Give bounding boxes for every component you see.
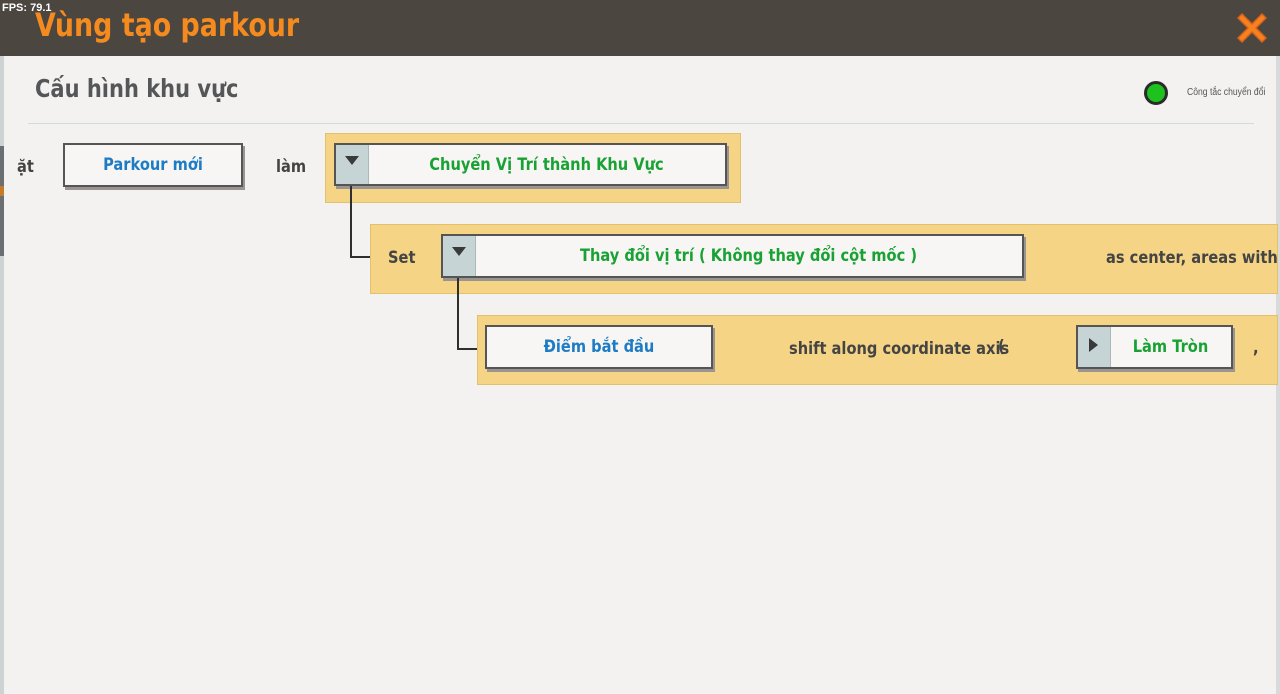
round-dropdown[interactable]: Làm Tròn <box>1076 325 1233 369</box>
parkour-target-label: Parkour mới <box>103 155 203 175</box>
connector-line <box>457 278 459 350</box>
start-point-button[interactable]: Điểm bắt đầu <box>485 325 713 369</box>
close-x-icon[interactable] <box>1232 8 1272 48</box>
connector-line <box>457 348 479 350</box>
left-edge-accent <box>0 186 4 196</box>
left-edge-strip <box>0 56 4 694</box>
toggle-label: Công tắc chuyển đổi <box>1187 87 1266 98</box>
toggle-switch[interactable] <box>1144 81 1168 105</box>
row1-prefix: ặt <box>17 157 34 177</box>
row2-prefix: Set <box>388 248 416 268</box>
fps-counter: FPS: 79.1 <box>2 2 52 14</box>
start-point-label: Điểm bắt đầu <box>543 337 655 357</box>
connector-line <box>350 186 352 258</box>
open-paren: ( <box>998 337 1005 357</box>
left-edge-mark <box>0 146 4 256</box>
round-dropdown-label: Làm Tròn <box>1132 337 1209 357</box>
position-dropdown-label: Thay đổi vị trí ( Không thay đổi cột mốc… <box>579 246 918 266</box>
right-scrollbar[interactable] <box>1276 56 1280 694</box>
header-divider <box>28 123 1254 124</box>
parkour-target-button[interactable]: Parkour mới <box>63 143 243 187</box>
action-dropdown-label: Chuyển Vị Trí thành Khu Vực <box>429 154 664 175</box>
title-bar: Vùng tạo parkour <box>0 0 1280 56</box>
row2-suffix: as center, areas with <box>1106 248 1278 268</box>
action-dropdown[interactable]: Chuyển Vị Trí thành Khu Vực <box>334 143 727 186</box>
expand-arrow-icon <box>1078 327 1111 367</box>
panel-title: Cấu hình khu vực <box>35 74 239 103</box>
position-dropdown[interactable]: Thay đổi vị trí ( Không thay đổi cột mốc… <box>441 234 1024 278</box>
connector-line <box>350 256 372 258</box>
dropdown-arrow-icon <box>336 145 369 184</box>
row1-connector: làm <box>276 157 307 177</box>
window-title: Vùng tạo parkour <box>35 6 300 44</box>
comma: , <box>1253 338 1259 358</box>
shift-text: shift along coordinate axis <box>789 339 1010 359</box>
dropdown-arrow-icon <box>443 236 476 276</box>
